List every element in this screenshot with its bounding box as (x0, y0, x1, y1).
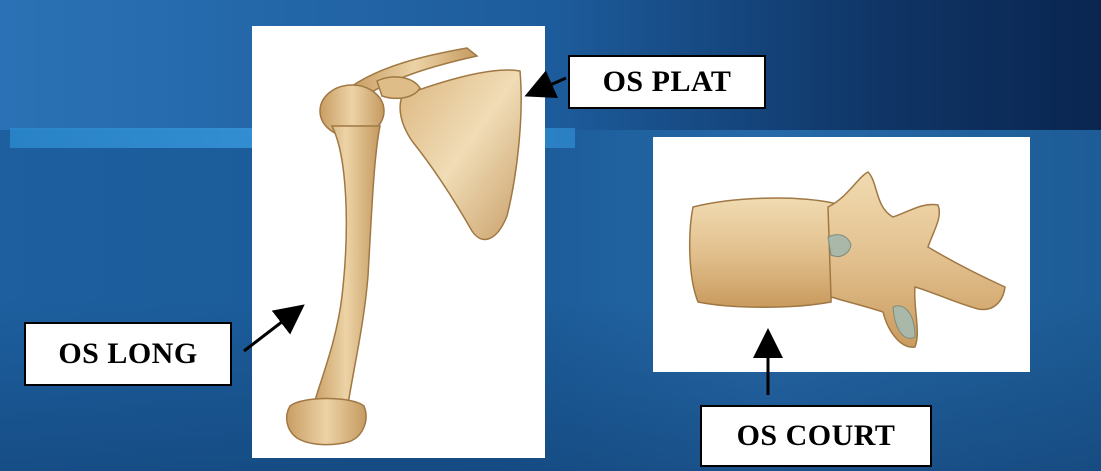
flat-bone-label: OS PLAT (568, 55, 766, 109)
arrow-flat-bone (530, 78, 566, 94)
short-bone-label: OS COURT (700, 405, 932, 467)
arrow-long-bone (244, 308, 300, 351)
long-bone-label: OS LONG (24, 322, 232, 386)
